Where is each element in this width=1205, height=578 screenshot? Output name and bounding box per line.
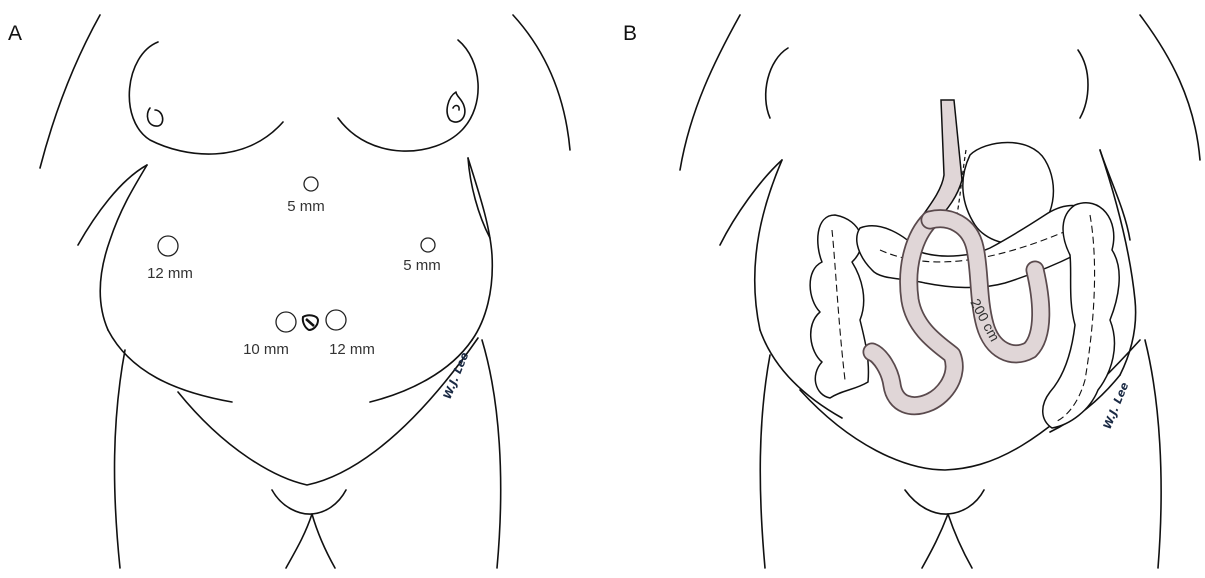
pubic-line [272, 490, 346, 514]
port-label-5mm-left: 5 mm [403, 257, 441, 274]
genital-fold-right-b [948, 514, 972, 568]
panel-b: B [623, 15, 1200, 568]
artist-signature-b: W.J. Lee [1101, 380, 1132, 431]
port-5mm-epigastric [304, 177, 318, 191]
left-waist-fold-b [720, 160, 782, 245]
panel-a: A [8, 15, 570, 568]
right-arm-line-b [1140, 15, 1200, 160]
port-12mm-right [158, 236, 178, 256]
belly-lower-left [108, 330, 232, 402]
right-nipple [447, 92, 465, 122]
right-arm-line [513, 15, 570, 150]
port-label-10mm-umbilical: 10 mm [243, 341, 289, 358]
port-5mm-left [421, 238, 435, 252]
genital-fold-left-b [922, 514, 948, 568]
right-thigh-line [482, 340, 501, 568]
port-label-12mm-right: 12 mm [147, 265, 193, 282]
pubic-line-b [905, 490, 984, 514]
left-arm-line-b [680, 15, 740, 170]
panel-a-letter: A [8, 22, 22, 45]
torso-outline-b [680, 15, 1200, 568]
genital-fold-right [312, 514, 335, 568]
port-10mm-umbilical [276, 312, 296, 332]
port-label-12mm-left-umbilical: 12 mm [329, 341, 375, 358]
left-arm-line [40, 15, 100, 168]
left-nipple [147, 108, 162, 126]
port-label-5mm-epigastric: 5 mm [287, 198, 325, 215]
left-thigh-line-b [760, 355, 770, 568]
gastric-sleeve [918, 100, 962, 222]
port-12mm-left-umbilical [326, 310, 346, 330]
left-breast-line [129, 42, 283, 154]
left-thigh-line [115, 350, 125, 568]
limb-length-label: 200 cm [967, 296, 1003, 344]
trocar-ports: 5 mm 12 mm 5 mm 10 mm 12 mm [147, 177, 441, 358]
artist-signature-a: W.J. Lee [441, 350, 472, 401]
left-breast-line-b [766, 48, 788, 118]
panel-b-letter: B [623, 22, 637, 45]
inguinal-lines [178, 338, 478, 485]
left-flank-line [100, 165, 147, 330]
gi-anatomy: 200 cm [810, 100, 1119, 428]
right-thigh-line-b [1145, 340, 1161, 568]
torso-outline-a [40, 15, 570, 568]
right-breast-line-b [1078, 50, 1088, 118]
right-nipple-inner [453, 106, 459, 110]
genital-fold-left [286, 514, 312, 568]
